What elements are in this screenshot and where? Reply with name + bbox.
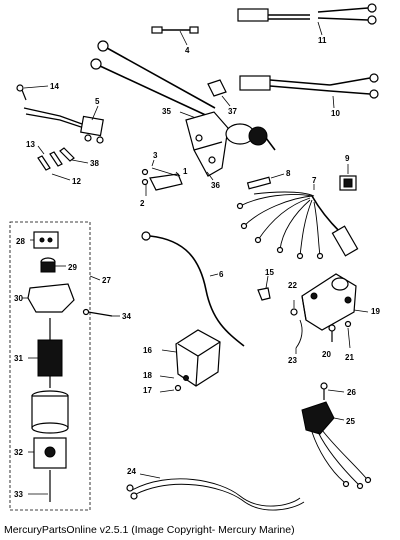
part-19-solenoid bbox=[301, 273, 369, 331]
callout-38: 38 bbox=[90, 159, 99, 168]
part-27-starter-assembly bbox=[9, 221, 101, 511]
callout-14: 14 bbox=[50, 82, 59, 91]
callout-24: 24 bbox=[127, 467, 136, 476]
callout-7: 7 bbox=[312, 176, 317, 185]
part-frame bbox=[31, 390, 69, 434]
callout-17: 17 bbox=[143, 386, 152, 395]
parts-diagram: 1 2 3 4 5 6 7 8 9 10 11 12 13 14 15 16 1… bbox=[9, 3, 380, 511]
callout-19: 19 bbox=[371, 307, 380, 316]
part-8-fuse bbox=[246, 173, 285, 190]
callout-36: 36 bbox=[211, 181, 220, 190]
callout-6: 6 bbox=[219, 270, 224, 279]
callout-30: 30 bbox=[14, 294, 23, 303]
callout-27: 27 bbox=[102, 276, 111, 285]
callout-28: 28 bbox=[16, 237, 25, 246]
callout-29: 29 bbox=[68, 263, 77, 272]
callout-32: 32 bbox=[14, 448, 23, 457]
callout-10: 10 bbox=[331, 109, 340, 118]
callout-15: 15 bbox=[265, 268, 274, 277]
callout-31: 31 bbox=[14, 354, 23, 363]
part-16-module bbox=[159, 329, 221, 393]
part-10-battery-cable bbox=[239, 73, 379, 109]
part-32-drive-end-cap bbox=[28, 437, 67, 469]
callout-25: 25 bbox=[346, 417, 355, 426]
callout-11: 11 bbox=[318, 36, 327, 45]
part-14-screw bbox=[16, 84, 49, 101]
callout-4: 4 bbox=[185, 46, 190, 55]
part-37-clip bbox=[207, 79, 231, 107]
part-35-cable bbox=[90, 40, 216, 119]
callout-8: 8 bbox=[286, 169, 291, 178]
part-6-cable bbox=[141, 231, 245, 347]
part-15-connector bbox=[257, 275, 271, 301]
callout-9: 9 bbox=[345, 154, 350, 163]
part-31-armature bbox=[28, 318, 63, 388]
part-26-screw bbox=[320, 382, 345, 400]
part-1-bracket bbox=[141, 159, 183, 196]
part-11-battery-cable bbox=[237, 3, 377, 36]
callout-21: 21 bbox=[345, 353, 354, 362]
callout-22: 22 bbox=[288, 281, 297, 290]
callout-16: 16 bbox=[143, 346, 152, 355]
copyright-caption: MercuryPartsOnline v2.5.1 (Image Copyrig… bbox=[4, 524, 295, 536]
part-33-bolt bbox=[28, 470, 51, 502]
part-9-clip bbox=[339, 164, 357, 191]
part-36-bracket bbox=[185, 111, 276, 181]
part-25-switch bbox=[301, 401, 372, 490]
callout-37: 37 bbox=[228, 107, 237, 116]
callout-35: 35 bbox=[162, 107, 171, 116]
part-28-brush-plate bbox=[30, 231, 59, 249]
part-29-spring-cap bbox=[40, 257, 66, 273]
callout-5: 5 bbox=[95, 97, 100, 106]
part-22-23-20-21-fasteners bbox=[290, 300, 352, 354]
callout-26: 26 bbox=[347, 388, 356, 397]
callout-20: 20 bbox=[322, 350, 331, 359]
callout-12: 12 bbox=[72, 177, 81, 186]
callout-2: 2 bbox=[140, 199, 145, 208]
callout-34: 34 bbox=[122, 312, 131, 321]
part-34-bolt bbox=[82, 308, 120, 317]
callout-1: 1 bbox=[183, 167, 188, 176]
callout-23: 23 bbox=[288, 356, 297, 365]
part-5-fuse-assembly bbox=[23, 105, 104, 144]
callout-18: 18 bbox=[143, 371, 152, 380]
part-24-wire bbox=[126, 473, 305, 511]
callout-33: 33 bbox=[14, 490, 23, 499]
part-7-wiring-harness bbox=[236, 184, 359, 260]
callout-13: 13 bbox=[26, 140, 35, 149]
part-13-38-12-fasteners bbox=[37, 145, 89, 181]
callout-3: 3 bbox=[153, 151, 158, 160]
part-30-end-cap bbox=[22, 283, 75, 313]
part-4-cable bbox=[151, 26, 199, 46]
